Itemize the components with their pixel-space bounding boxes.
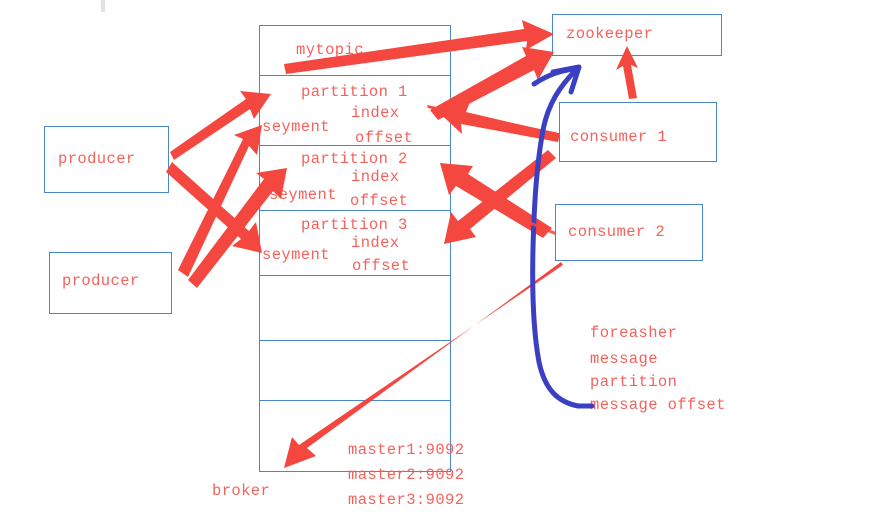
row-divider-6 — [259, 400, 451, 401]
row-divider-2 — [259, 145, 451, 146]
arrow-consumer1-to-partition1 — [436, 102, 560, 142]
partition-1-offset: offset — [355, 129, 414, 147]
row-divider-5 — [259, 340, 451, 341]
partition-2-offset: offset — [350, 192, 409, 210]
arrow-producer2-to-partition1 — [178, 125, 262, 277]
partition-3-index: index — [351, 234, 400, 252]
line-consumer2-to-notes — [507, 212, 556, 235]
partition-1-name: partition 1 — [301, 83, 408, 101]
arrow-producer1-to-partition3 — [166, 162, 262, 253]
consumer-label-1: consumer 1 — [570, 128, 668, 146]
stray-mark — [101, 0, 105, 12]
row-divider-1 — [259, 75, 451, 76]
partition-1-segment: seyment — [262, 118, 330, 136]
row-divider-4 — [259, 275, 451, 276]
note-line-1: foreasher — [590, 324, 678, 342]
blue-curve-tail — [531, 66, 579, 87]
producer-box-2[interactable] — [49, 252, 172, 314]
partition-3-name: partition 3 — [301, 216, 408, 234]
note-line-3: partition — [590, 373, 678, 391]
blue-arrowhead-icon — [550, 64, 582, 95]
partition-1-index: index — [351, 104, 400, 122]
arrow-consumer1-to-partition3 — [444, 150, 556, 244]
partition-2-index: index — [351, 168, 400, 186]
broker-address-2: master2:9092 — [348, 466, 465, 484]
arrow-producer1-to-partition1 — [170, 91, 271, 160]
row-divider-3 — [259, 210, 451, 211]
note-line-4: message offset — [590, 396, 726, 414]
producer-label-1: producer — [58, 150, 136, 168]
broker-address-3: master3:9092 — [348, 491, 465, 509]
partition-3-offset: offset — [352, 257, 411, 275]
broker-address-1: master1:9092 — [348, 441, 465, 459]
partition-2-segment: seyment — [269, 186, 337, 204]
consumer-label-2: consumer 2 — [568, 223, 666, 241]
producer-box-1[interactable] — [44, 126, 169, 193]
partition-3-segment: seyment — [262, 246, 330, 264]
producer-label-2: producer — [62, 272, 140, 290]
broker-label: broker — [212, 482, 271, 500]
partition-2-name: partition 2 — [301, 150, 408, 168]
topic-label: mytopic — [296, 41, 364, 59]
note-line-2: message — [590, 350, 658, 368]
zookeeper-label: zookeeper — [566, 25, 654, 43]
arrow-consumer2-to-partition2 — [440, 163, 552, 238]
